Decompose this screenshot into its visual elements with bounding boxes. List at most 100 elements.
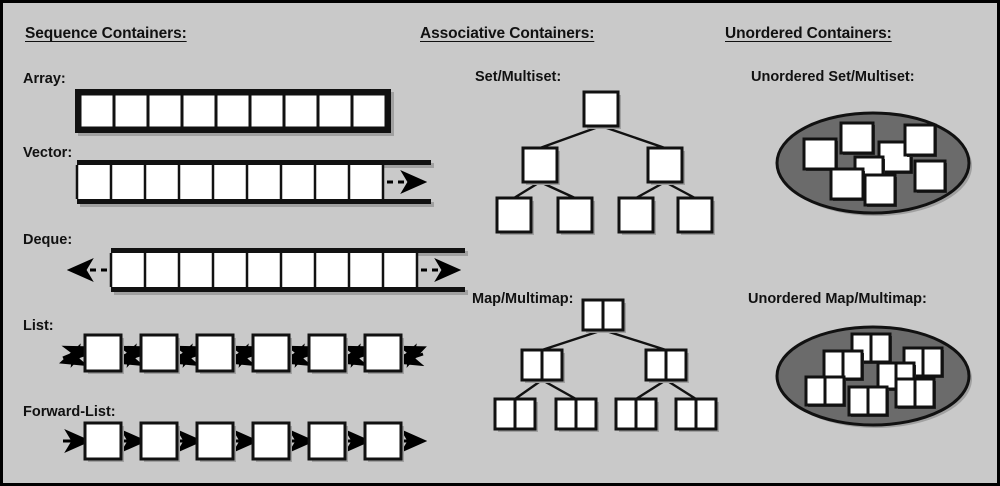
label-forward-list: Forward-List:	[23, 404, 116, 420]
rail-shadow-bottom	[80, 202, 434, 207]
array-cell[interactable]	[217, 95, 249, 127]
cell-divider	[245, 253, 249, 287]
strip-cell[interactable]	[249, 167, 280, 198]
bucket-item[interactable]	[839, 121, 875, 155]
array-cell[interactable]	[183, 95, 215, 127]
list-node[interactable]	[139, 421, 179, 461]
strip-cell[interactable]	[181, 167, 212, 198]
tree-edge	[602, 328, 667, 352]
cell-divider	[143, 253, 147, 287]
array-cell[interactable]	[285, 95, 317, 127]
strip-cell[interactable]	[113, 255, 144, 286]
label-list: List:	[23, 318, 54, 334]
label-array: Array:	[23, 71, 66, 87]
cell-divider	[313, 253, 317, 287]
rail-top	[111, 248, 465, 253]
list-node[interactable]	[83, 333, 123, 373]
bucket-item[interactable]	[903, 123, 937, 157]
strip-cell[interactable]	[317, 255, 348, 286]
cell-divider	[415, 253, 419, 287]
list-node[interactable]	[307, 333, 347, 373]
tree-node[interactable]	[495, 196, 533, 234]
tree-node[interactable]	[676, 196, 714, 234]
tree-node[interactable]	[646, 146, 684, 184]
array-cell[interactable]	[115, 95, 147, 127]
list-node[interactable]	[307, 421, 347, 461]
strip-cell[interactable]	[181, 255, 212, 286]
bucket-item[interactable]	[863, 173, 897, 207]
rail-bottom	[111, 287, 465, 292]
container-list	[59, 333, 427, 374]
tree-node[interactable]	[617, 196, 655, 234]
tree-node[interactable]	[556, 196, 594, 234]
tree-node[interactable]	[521, 146, 559, 184]
array-cell[interactable]	[81, 95, 113, 127]
tree-edge	[665, 378, 697, 401]
container-array	[75, 89, 394, 136]
label-map-multimap: Map/Multimap:	[472, 291, 574, 307]
column-heading-unordered: Unordered Containers:	[725, 25, 892, 42]
cell-divider	[211, 253, 215, 287]
cell-band	[77, 165, 383, 199]
cell-divider	[109, 253, 113, 287]
container-unordered-set-multiset	[775, 111, 972, 216]
container-deque	[66, 248, 468, 295]
list-node[interactable]	[195, 421, 235, 461]
array-cell[interactable]	[149, 95, 181, 127]
container-map-multimap	[493, 298, 719, 432]
cell-divider	[313, 165, 317, 199]
array-cell[interactable]	[353, 95, 385, 127]
container-forward-list	[63, 421, 428, 462]
tree-edge	[635, 378, 667, 401]
list-node[interactable]	[251, 333, 291, 373]
label-vector: Vector:	[23, 145, 73, 161]
column-heading-associative: Associative Containers:	[420, 25, 595, 42]
cell-band	[111, 253, 417, 287]
cell-divider	[381, 165, 385, 199]
strip-cell[interactable]	[283, 167, 314, 198]
list-node[interactable]	[195, 333, 235, 373]
strip-cell[interactable]	[317, 167, 348, 198]
container-unordered-map-multimap	[775, 325, 972, 428]
strip-cell[interactable]	[113, 167, 144, 198]
strip-cell[interactable]	[385, 255, 416, 286]
strip-cell[interactable]	[249, 255, 280, 286]
list-node[interactable]	[251, 421, 291, 461]
bucket-item[interactable]	[829, 167, 865, 201]
strip-cell[interactable]	[147, 167, 178, 198]
cell-divider	[279, 253, 283, 287]
list-node[interactable]	[363, 333, 403, 373]
tree-node[interactable]	[582, 90, 620, 128]
strip-cell[interactable]	[147, 255, 178, 286]
container-vector	[75, 160, 434, 207]
strip-cell[interactable]	[351, 255, 382, 286]
cell-divider	[279, 165, 283, 199]
strip-cell[interactable]	[351, 167, 382, 198]
array-cell[interactable]	[251, 95, 283, 127]
rail-shadow-bottom	[114, 290, 468, 295]
bucket-item[interactable]	[913, 159, 947, 193]
prev-pointer-arrow	[59, 343, 89, 367]
strip-cell[interactable]	[215, 255, 246, 286]
list-node[interactable]	[363, 421, 403, 461]
tree-edge	[541, 378, 577, 401]
label-deque: Deque:	[23, 232, 73, 248]
rail-top	[77, 160, 431, 165]
list-node[interactable]	[139, 333, 179, 373]
array-cell[interactable]	[319, 95, 351, 127]
bucket-item[interactable]	[802, 137, 838, 171]
strip-cell[interactable]	[79, 167, 110, 198]
tree-edge	[514, 379, 543, 400]
column-heading-sequence: Sequence Containers:	[25, 25, 187, 42]
list-node[interactable]	[83, 421, 123, 461]
cell-divider	[177, 253, 181, 287]
tree-edge	[539, 124, 602, 150]
cell-divider	[381, 253, 385, 287]
strip-cell[interactable]	[283, 255, 314, 286]
cell-divider	[75, 165, 79, 199]
strip-cell[interactable]	[215, 167, 246, 198]
cell-divider	[347, 253, 351, 287]
label-unordered-set-multiset: Unordered Set/Multiset:	[751, 69, 915, 85]
rail-bottom	[77, 199, 431, 204]
diagram-graphics	[59, 89, 972, 462]
